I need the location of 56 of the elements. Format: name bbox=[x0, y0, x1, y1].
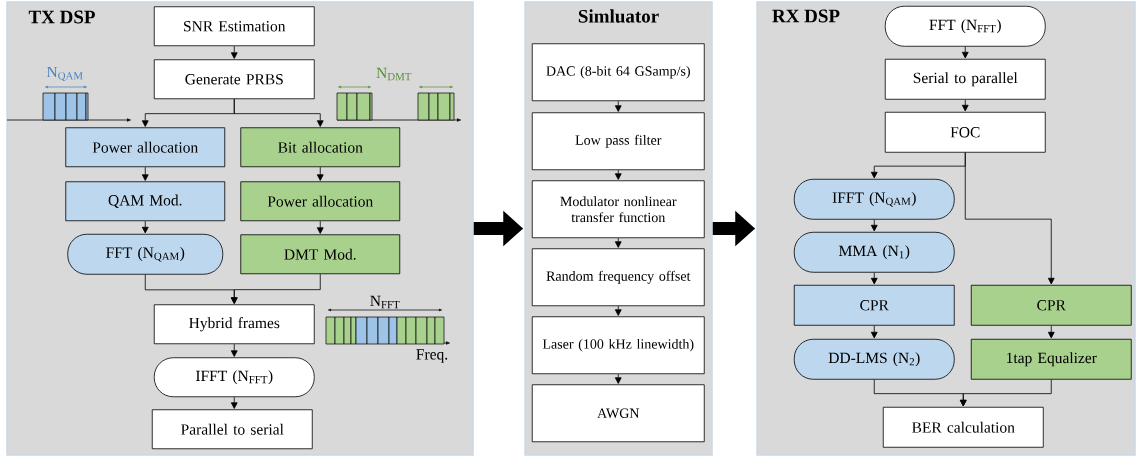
process-box: DMT Mod. bbox=[240, 234, 401, 275]
arrow bbox=[230, 343, 238, 357]
process-box: Laser (100 kHz linewidth) bbox=[531, 316, 705, 375]
process-box: BER calculation bbox=[882, 406, 1044, 448]
dimension-label: N$_{QAM}$ bbox=[46, 66, 83, 82]
arrow bbox=[141, 220, 149, 234]
rounded-box: IFFT (N$_{QAM}$) bbox=[793, 178, 955, 220]
arrow bbox=[961, 46, 969, 59]
process-box: Generate PRBS bbox=[153, 59, 315, 100]
arrow bbox=[870, 219, 878, 232]
arrow bbox=[316, 220, 324, 234]
arrow bbox=[230, 45, 238, 59]
process-box: Low pass filter bbox=[531, 112, 705, 171]
process-box: QAM Mod. bbox=[65, 181, 226, 222]
arrow bbox=[870, 325, 878, 339]
arrow bbox=[964, 152, 1055, 285]
arrow bbox=[961, 99, 969, 112]
rounded-box: DD-LMS (N$_{2}$) bbox=[793, 338, 955, 380]
process-box: 1tap Equalizer bbox=[970, 338, 1132, 380]
arrow bbox=[614, 100, 622, 112]
dimension-label: N$_{DMT}$ bbox=[376, 67, 412, 81]
arrow bbox=[959, 379, 1052, 407]
rounded-box: IFFT (N$_{FFT}$) bbox=[153, 357, 315, 398]
process-box: DAC (8-bit 64 GSamp/s) bbox=[531, 43, 705, 102]
arrow bbox=[316, 166, 324, 181]
rounded-box: FFT (N$_{QAM}$) bbox=[67, 233, 224, 275]
process-box: Power allocation bbox=[65, 127, 226, 168]
panel-title: TX DSP bbox=[28, 10, 95, 24]
arrow bbox=[141, 166, 149, 181]
arrow bbox=[614, 373, 622, 384]
process-box: AWGN bbox=[531, 384, 705, 443]
arrow bbox=[233, 98, 324, 127]
process-box: Hybrid frames bbox=[153, 304, 315, 345]
dimension-label: Freq. bbox=[416, 349, 448, 363]
arrow bbox=[870, 272, 878, 285]
dimension-label: N$_{FFT}$ bbox=[370, 295, 400, 309]
process-box: FOC bbox=[884, 111, 1046, 153]
process-box: CPR bbox=[970, 284, 1132, 326]
process-box: Parallel to serial bbox=[151, 409, 313, 450]
arrow bbox=[230, 396, 238, 409]
arrow bbox=[614, 305, 622, 316]
rounded-box: FFT (N$_{FFT}$) bbox=[884, 5, 1046, 47]
panel-title: Simluator bbox=[578, 9, 659, 23]
process-box: Modulator nonlinear transfer function bbox=[531, 180, 705, 239]
arrow bbox=[1047, 325, 1055, 339]
arrow bbox=[230, 273, 321, 304]
process-box: Bit allocation bbox=[240, 127, 401, 168]
panel-title: RX DSP bbox=[772, 9, 840, 23]
arrow bbox=[614, 169, 622, 180]
arrow bbox=[614, 237, 622, 248]
rounded-box: MMA (N$_{1}$) bbox=[793, 231, 955, 273]
process-box: Serial to parallel bbox=[884, 58, 1046, 100]
process-box: CPR bbox=[793, 284, 955, 326]
process-box: Random frequency offset bbox=[531, 248, 705, 307]
process-box: Power allocation bbox=[240, 181, 401, 222]
process-box: SNR Estimation bbox=[153, 6, 315, 47]
